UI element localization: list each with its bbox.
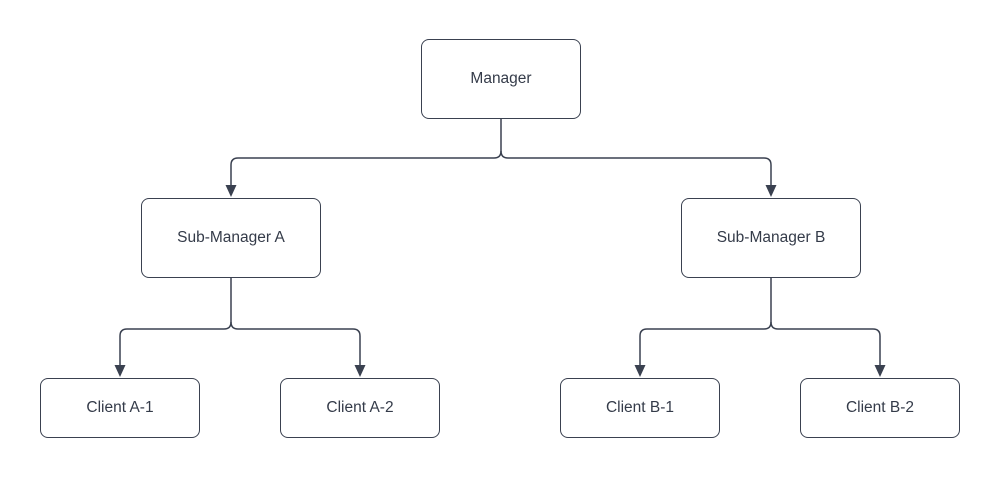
arrowhead-icon bbox=[225, 185, 237, 197]
node-sub-manager-a: Sub-Manager A bbox=[141, 198, 321, 278]
arrowhead-icon bbox=[765, 185, 777, 197]
arrowhead-icon bbox=[354, 365, 366, 377]
connector-manager-to-submanagers bbox=[225, 119, 777, 197]
connector-submanager-a-to-clients bbox=[114, 278, 366, 377]
node-client-a-1: Client A-1 bbox=[40, 378, 200, 438]
node-sub-manager-b: Sub-Manager B bbox=[681, 198, 861, 278]
node-client-b-1: Client B-1 bbox=[560, 378, 720, 438]
connector-submanager-b-to-clients bbox=[634, 278, 886, 377]
arrowhead-icon bbox=[874, 365, 886, 377]
node-manager: Manager bbox=[421, 39, 581, 119]
node-client-b-2: Client B-2 bbox=[800, 378, 960, 438]
node-client-a-2: Client A-2 bbox=[280, 378, 440, 438]
arrowhead-icon bbox=[114, 365, 126, 377]
arrowhead-icon bbox=[634, 365, 646, 377]
